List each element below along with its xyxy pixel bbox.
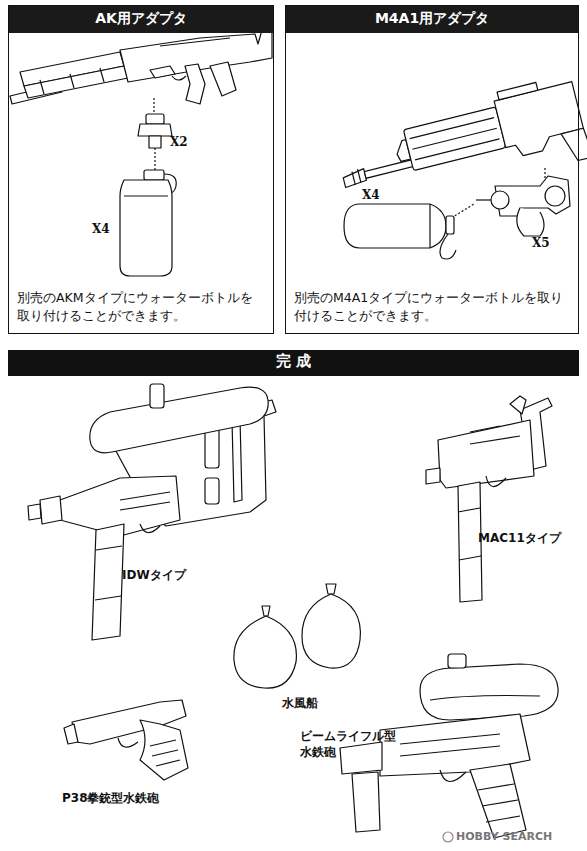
model-name: IDWタイプ [122,567,186,584]
panel-heading: M4A1用アダプタ [286,6,578,33]
model-name: MAC11タイプ [478,530,561,547]
akm-rifle [10,28,272,276]
m4a1-bottle [344,204,456,259]
callout-number: X4 [92,222,110,236]
panel-note: 別売のAKMタイプにウォーターボトルを取り付けることができます。 [9,285,273,333]
m4a1-rifle [332,73,587,216]
m4a1-adapter [476,176,570,236]
panel-note: 別売のM4A1タイプにウォーターボトルを取り付けることができます。 [286,285,578,333]
p38-gun [64,700,188,780]
callout-number: X4 [362,188,380,202]
beam-rifle [340,654,558,838]
adapter-panel: M4A1用アダプタ別売のM4A1タイプにウォーターボトルを取り付けることができま… [285,5,579,334]
callout-number: X2 [170,135,188,149]
water-balloon [234,584,361,688]
mac11-gun [426,396,552,602]
model-name: P38拳銃型水鉄砲 [62,790,160,807]
watermark: HOBBY SEARCH [456,830,552,843]
idw-gun [28,384,276,640]
panel-heading: AK用アダプタ [9,6,273,33]
section-band: 完 成 [8,350,579,376]
callout-number: X5 [532,236,550,250]
section-title: 完 成 [8,350,579,372]
adapter-panel: AK用アダプタ別売のAKMタイプにウォーターボトルを取り付けることができます。 [8,5,274,334]
model-name: ビームライフル型 水鉄砲 [300,728,396,760]
model-name: 水風船 [282,695,318,712]
